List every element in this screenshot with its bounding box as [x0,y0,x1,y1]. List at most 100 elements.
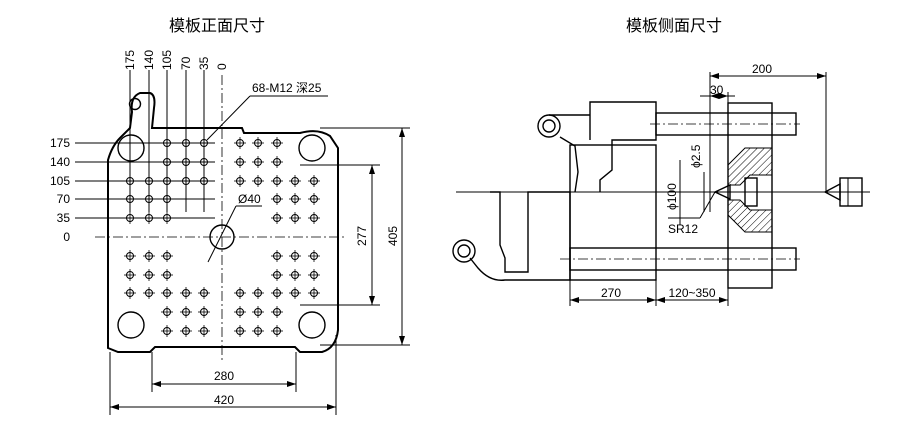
bolt-hole [180,306,192,318]
left-leader-lines [75,142,215,219]
bolt-hole [271,175,283,187]
left-label-175: 175 [50,136,70,150]
bolt-hole [271,193,283,205]
svg-text:420: 420 [214,393,234,407]
bolt-hole [124,175,136,187]
bolt-hole [198,325,210,337]
bolt-hole [161,325,173,337]
side-lower-lug-outer [452,239,476,263]
bolt-hole [143,175,155,187]
dim-30: 30 [700,83,735,103]
bolt-hole [252,137,264,149]
tie-bar-hole-bottom-right [298,311,326,339]
top-label-105: 105 [160,50,174,70]
bolt-hole [180,175,192,187]
bolt-hole [234,287,246,299]
bolt-hole [289,193,301,205]
bolt-hole [234,306,246,318]
dim-phi-2-5: ϕ2.5 [689,144,711,212]
dim-270: 270 [569,280,657,306]
side-upper-lug-inner [542,119,556,133]
bolt-hole [308,250,320,262]
svg-text:30: 30 [710,83,724,97]
side-view-title: 模板侧面尺寸 [626,16,722,35]
bolt-hole [161,269,173,281]
bolt-hole [308,175,320,187]
dim-420: 420 [109,335,337,415]
holes-callout-leader [206,95,251,141]
svg-text:280: 280 [214,369,234,383]
holes-callout-text: 68-M12 深25 [252,81,322,95]
bolt-hole [234,156,246,168]
nozzle-body-right [839,177,863,207]
bolt-hole [161,175,173,187]
center-hole-callout-text: Ø40 [238,192,261,206]
side-lower-lug-inner [457,244,471,258]
nozzle-seat-hatch-bottom [727,199,773,233]
bolt-hole [180,137,192,149]
bolt-hole [161,287,173,299]
bolt-hole [289,175,301,187]
nozzle-tip-left [713,183,731,201]
bolt-hole [198,175,210,187]
side-fixed-platen [569,144,657,281]
left-labels: 175 140 105 70 35 0 [50,136,70,244]
bolt-hole [234,175,246,187]
bolt-hole [143,212,155,224]
bolt-hole [252,175,264,187]
top-labels: 175 140 105 70 35 0 [123,50,229,70]
left-label-35: 35 [57,211,71,225]
center-hole-leader [207,205,237,263]
svg-text:200: 200 [752,62,772,76]
side-upper-arm [549,101,657,193]
bolt-hole [143,287,155,299]
bolt-hole [143,250,155,262]
dim-120-350: 120~350 [656,286,729,306]
top-label-175: 175 [123,50,137,70]
bolt-hole [143,269,155,281]
bolt-hole [289,212,301,224]
dim-405: 405 [320,127,410,346]
svg-text:270: 270 [601,286,621,300]
bolt-hole [289,287,301,299]
bolt-hole [289,250,301,262]
side-upper-lug-outer [537,114,561,138]
bolt-hole [161,193,173,205]
bolt-hole [124,287,136,299]
bolt-hole [180,156,192,168]
left-label-0: 0 [63,230,70,244]
bolt-hole [271,212,283,224]
bolt-hole [271,306,283,318]
svg-text:405: 405 [386,226,400,246]
side-base-body [469,191,571,281]
bolt-hole [271,250,283,262]
bolt-hole [198,137,210,149]
dim-sr12: SR12 [668,191,716,236]
bolt-hole [161,212,173,224]
bolt-hole [252,156,264,168]
svg-text:120~350: 120~350 [668,286,715,300]
left-label-105: 105 [50,174,70,188]
top-label-70: 70 [179,56,193,70]
svg-text:ϕ100: ϕ100 [665,183,679,210]
nozzle-block [744,177,758,207]
bolt-hole [180,287,192,299]
bolt-hole [308,287,320,299]
m12-bolt-holes [124,137,320,337]
tie-bar-hole-top-left [117,134,145,162]
bolt-hole [198,306,210,318]
bolt-hole [252,306,264,318]
bolt-hole [308,212,320,224]
bolt-hole [198,156,210,168]
bolt-hole [308,269,320,281]
bolt-hole [271,156,283,168]
bolt-hole [198,287,210,299]
front-plate-outline [107,92,339,353]
bolt-hole [161,137,173,149]
bolt-hole [161,156,173,168]
top-label-140: 140 [142,50,156,70]
svg-text:SR12: SR12 [668,222,698,236]
dim-phi-100: ϕ100 [665,160,681,225]
dim-280: 280 [151,352,297,392]
